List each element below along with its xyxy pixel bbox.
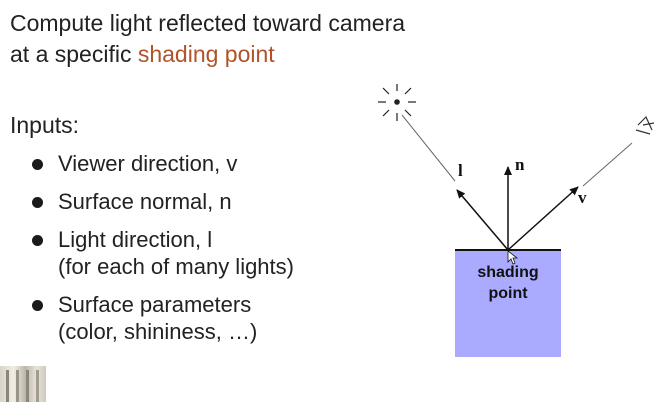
shading-point-label: shading point	[455, 262, 561, 304]
bullet-text: Light direction, l	[58, 227, 213, 252]
bullet-light-direction: Light direction, l (for each of many lig…	[32, 226, 294, 280]
view-ray-line	[582, 142, 633, 187]
light-vector-label: l	[458, 161, 463, 180]
camera-eye-icon	[635, 115, 655, 135]
bullet-text: Viewer direction, v	[58, 151, 238, 176]
inputs-list: Viewer direction, v Surface normal, n Li…	[32, 150, 294, 356]
normal-vector-label: n	[515, 155, 525, 174]
shading-point-label-line-1: shading	[477, 264, 539, 281]
video-thumbnail	[0, 366, 46, 402]
view-vector-label: v	[578, 188, 587, 207]
light-ray-line	[401, 114, 456, 182]
slide-title: Compute light reflected toward camera at…	[10, 8, 405, 70]
inputs-label: Inputs:	[10, 112, 80, 138]
bullet-text: Surface normal, n	[58, 189, 232, 214]
title-line-1: Compute light reflected toward camera	[10, 10, 406, 36]
shading-point-label-line-2: point	[488, 285, 528, 302]
title-line-2-prefix: at a specific	[10, 41, 138, 67]
bullet-surface-parameters: Surface parameters (color, shininess, …)	[32, 291, 294, 345]
title-highlight: shading point	[137, 41, 275, 67]
light-vector-arrow	[456, 189, 509, 251]
mouse-cursor-icon	[507, 250, 519, 265]
bullet-subtext: (color, shininess, …)	[58, 319, 258, 344]
title-line-2: at a specific shading point	[10, 39, 405, 70]
bullet-subtext: (for each of many lights)	[58, 254, 294, 279]
surface-box	[455, 250, 561, 357]
bullet-surface-normal: Surface normal, n	[32, 188, 294, 215]
view-vector-arrow	[507, 186, 579, 251]
light-source-icon	[378, 84, 416, 121]
bullet-viewer-direction: Viewer direction, v	[32, 150, 294, 177]
bullet-text: Surface parameters	[58, 292, 252, 317]
